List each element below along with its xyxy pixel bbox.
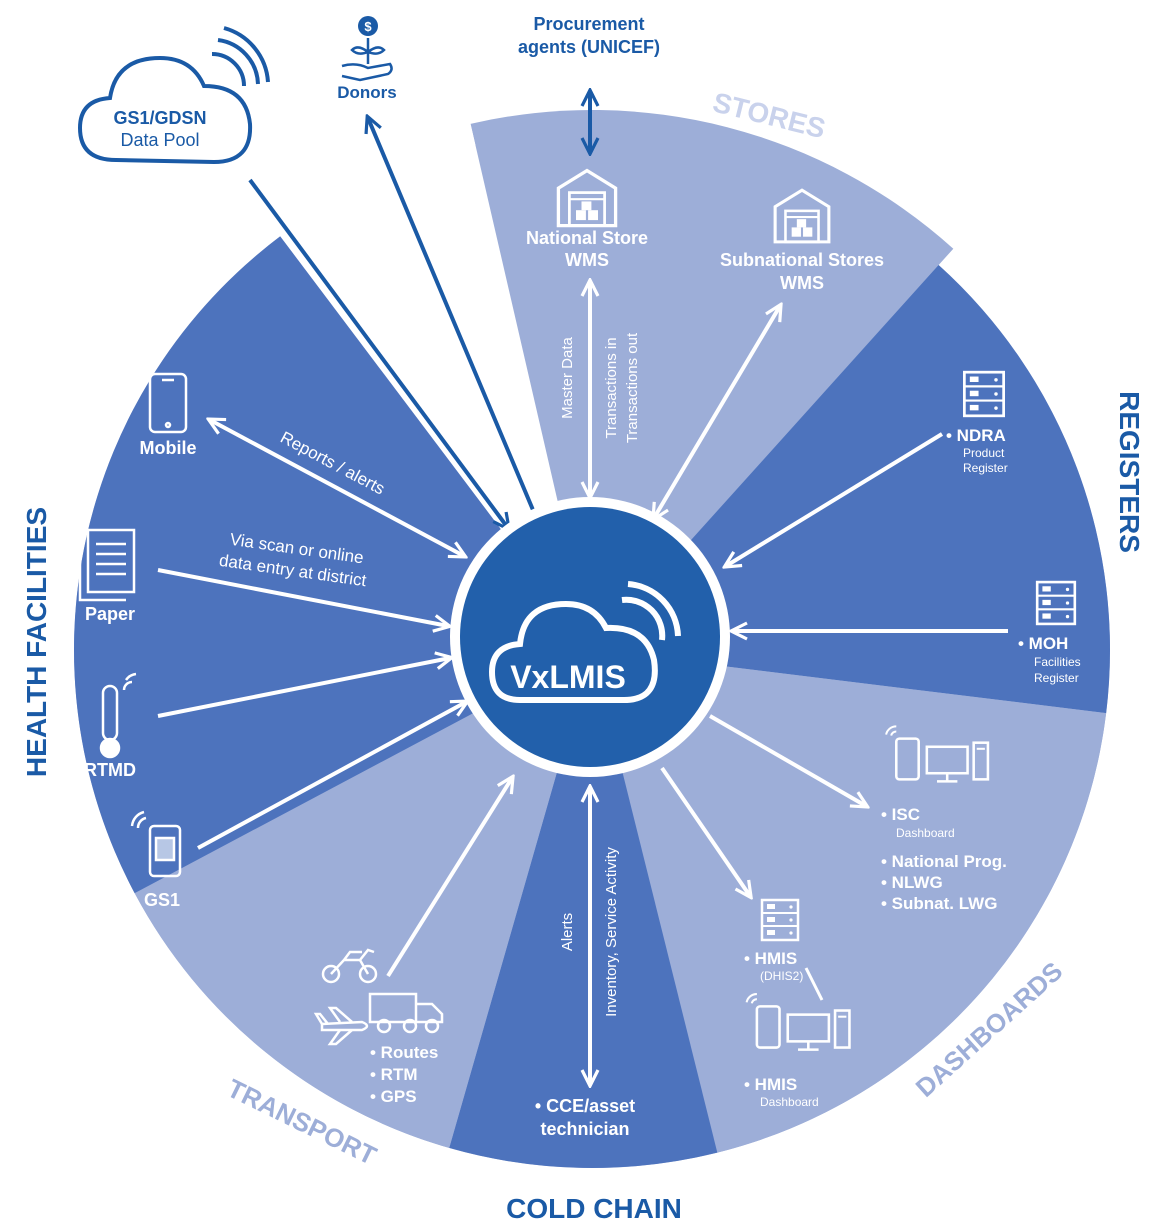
cce-label-1: • CCE/asset [535,1096,635,1116]
hmis-dashboard-sub-label: Dashboard [760,1095,819,1109]
donors-label: Donors [337,83,397,102]
transactions-out-label: Transactions out [624,332,641,443]
mobile-label: Mobile [140,438,197,458]
moh-sub-label-2: Register [1034,671,1079,685]
airplane-icon [313,1006,369,1046]
alerts-label: Alerts [559,913,576,951]
ndra-sub-label-2: Register [963,461,1008,475]
segment-transport [134,650,592,1148]
subnational-store-arrow [654,306,780,518]
hmis-sub-label: (DHIS2) [760,969,803,983]
segment-dashboards [592,650,1107,1153]
thermometer-icon [99,672,137,759]
gs1-label: GS1 [144,890,180,910]
segment-health-facilities [73,236,593,894]
gs1-pool-label-1: GS1/GDSN [113,108,206,128]
gs1-arrow [197,702,466,850]
rtm-label: • RTM [370,1065,418,1084]
isc-label: • ISC [881,805,920,824]
hmis-arrow [660,766,750,896]
donors-icon: $ [341,16,393,82]
procurement-label-2: agents (UNICEF) [518,37,660,57]
paper-icon [78,528,136,602]
inventory-label: Inventory, Service Activity [603,847,620,1017]
segment-title-health-facilities: HEALTH FACILITIES [21,507,52,777]
paper-arrow [157,568,448,626]
subnational-store-label-2: WMS [780,273,824,293]
isc-sub-label: Dashboard [896,826,955,840]
national-prog-label: • National Prog. [881,852,1007,871]
gs1-pool-label-2: Data Pool [120,130,199,150]
donors-arrow [368,118,535,511]
isc-arrow [709,714,866,806]
ndra-arrow [726,432,944,566]
hmis-dashboard-label: • HMIS [744,1075,797,1094]
moh-sub-label-1: Facilities [1034,655,1081,669]
segment-title-registers: REGISTERS [1114,391,1145,553]
master-data-label: Master Data [559,336,576,418]
gs1-phone-icon [130,810,182,878]
national-store-label-1: National Store [526,228,648,248]
mobile-arrow [210,420,464,556]
center-label: VxLMIS [510,659,626,695]
ndra-sub-label-1: Product [963,446,1005,460]
center-hub [460,507,720,767]
moh-label: • MOH [1018,634,1068,653]
segment-title-cold-chain: COLD CHAIN [506,1193,682,1224]
routes-label: • Routes [370,1043,438,1062]
cloud-icon [77,26,270,165]
hmis-connector [804,967,824,1001]
hmis-label: • HMIS [744,949,797,968]
transactions-in-label: Transactions in [603,337,620,438]
cce-label-2: technician [540,1119,629,1139]
truck-icon [368,992,444,1034]
rtmd-label: RTMD [84,760,136,780]
paper-label: Paper [85,604,135,624]
motorbike-icon [321,948,378,984]
procurement-label-1: Procurement [533,14,644,34]
nlwg-label: • NLWG [881,873,943,892]
ndra-label: • NDRA [946,426,1006,445]
cloud-signal-icon [488,581,681,703]
subnational-store-label-1: Subnational Stores [720,250,884,270]
svg-text:$: $ [364,19,372,34]
rtmd-arrow [157,658,450,718]
mobile-icon [148,372,188,434]
transport-arrow [386,778,512,978]
subnat-lwg-label: • Subnat. LWG [881,894,997,913]
arrows-group [157,92,1008,1084]
national-store-label-2: WMS [565,250,609,270]
gps-label: • GPS [370,1087,417,1106]
